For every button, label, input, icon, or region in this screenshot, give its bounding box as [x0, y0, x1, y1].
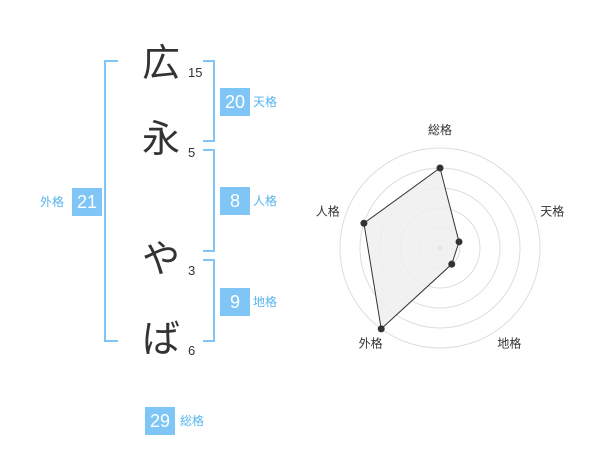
soukaku-label: 総格 — [180, 414, 205, 428]
tenkaku-label: 天格 — [253, 95, 278, 109]
gaikaku-bracket — [104, 60, 118, 342]
stroke-count-4: 6 — [188, 343, 196, 358]
radar-point-4 — [377, 325, 385, 333]
stroke-count-1: 15 — [188, 65, 203, 80]
chikaku-bracket — [203, 259, 215, 342]
radar-axis-label-4: 外格 — [359, 335, 383, 350]
radar-axis-label-3: 地格 — [497, 335, 521, 350]
radar-axis-label-1: 総格 — [428, 122, 452, 137]
name-char-3: や — [141, 237, 180, 281]
chikaku-label: 地格 — [253, 295, 278, 309]
jinkaku-value: 8 — [220, 187, 250, 215]
name-char-2: 永 — [141, 117, 180, 161]
jinkaku-bracket — [203, 149, 215, 252]
radar-point-3 — [448, 260, 456, 268]
stroke-count-2: 5 — [188, 145, 196, 160]
radar-grid-ring — [339, 147, 541, 349]
name-char-1: 広 — [141, 41, 180, 85]
name-char-4: ば — [141, 317, 180, 361]
soukaku-value: 29 — [145, 407, 175, 435]
gaikaku-value: 21 — [72, 188, 102, 216]
jinkaku-label: 人格 — [253, 194, 278, 208]
radar-point-1 — [436, 164, 444, 172]
radar-axis-label-2: 天格 — [540, 204, 564, 219]
radar-area — [363, 167, 460, 330]
radar-point-2 — [455, 238, 463, 246]
tenkaku-bracket — [203, 60, 215, 142]
chikaku-value: 9 — [220, 288, 250, 316]
radar-axis-label-5: 人格 — [316, 204, 340, 219]
stroke-count-3: 3 — [188, 263, 196, 278]
gaikaku-label: 外格 — [40, 195, 65, 209]
radar-point-5 — [360, 219, 368, 227]
tenkaku-value: 20 — [220, 88, 250, 116]
